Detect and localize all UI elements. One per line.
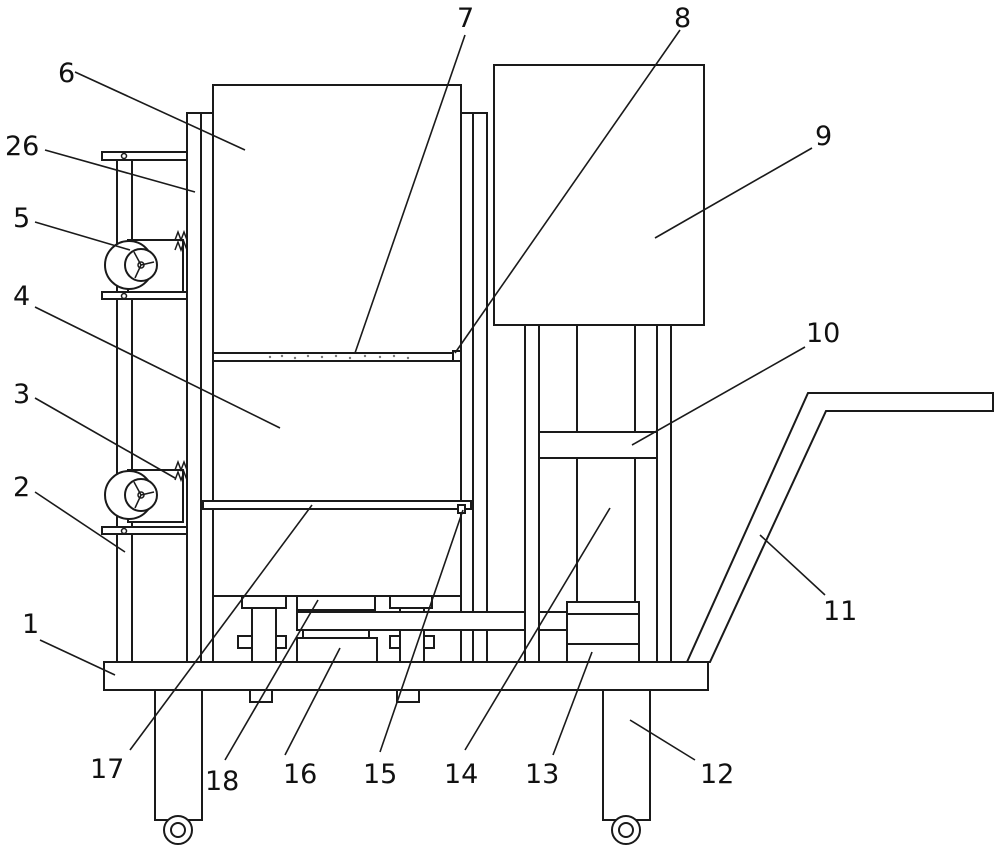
fan-5	[104, 229, 188, 293]
label-3: 3	[13, 379, 30, 410]
label-13: 13	[525, 759, 559, 790]
tank-4	[212, 360, 462, 502]
column-left-body	[251, 607, 277, 663]
filter-dots	[268, 354, 410, 360]
column-left	[241, 595, 287, 609]
label-11: 11	[823, 596, 857, 627]
crossbar-10	[538, 431, 658, 459]
left-frame-2	[101, 151, 188, 663]
bolt-15	[457, 504, 466, 514]
label-26: 26	[5, 131, 39, 162]
knob-left	[237, 635, 253, 649]
pulley-13-base	[566, 643, 640, 663]
pulley-13-mid	[566, 613, 640, 645]
label-12: 12	[700, 759, 734, 790]
label-14: 14	[444, 759, 478, 790]
handle-11	[685, 392, 994, 663]
label-5: 5	[13, 203, 30, 234]
bracket-8	[452, 350, 462, 362]
knob-right-outer	[423, 635, 435, 649]
label-1: 1	[22, 609, 39, 640]
column-right	[389, 595, 433, 609]
tank-6	[212, 84, 462, 354]
label-4: 4	[13, 281, 30, 312]
outer-post	[472, 112, 488, 663]
left-leg	[154, 689, 203, 845]
label-9: 9	[815, 121, 832, 152]
leader-lines	[34, 29, 826, 761]
tank-side-rail-left	[200, 112, 214, 663]
label-6: 6	[58, 58, 75, 89]
knob-right	[389, 635, 401, 649]
label-15: 15	[363, 759, 397, 790]
pulley-13-top	[566, 601, 640, 615]
label-2: 2	[13, 472, 30, 503]
label-16: 16	[283, 759, 317, 790]
right-leg-12	[602, 689, 651, 845]
label-18: 18	[205, 766, 239, 797]
filter-layer-7	[212, 352, 462, 362]
plate-17	[202, 500, 472, 510]
label-10: 10	[806, 318, 840, 349]
knob-left-inner	[275, 635, 287, 649]
box-9	[493, 64, 705, 326]
fan-3	[104, 459, 188, 523]
tank-side-rail-right	[460, 112, 474, 663]
frame-post-b	[656, 324, 672, 663]
label-17: 17	[90, 754, 124, 785]
label-8: 8	[674, 3, 691, 34]
base-tab-left	[249, 689, 273, 703]
motor-16	[296, 637, 378, 663]
frame-post-a	[524, 324, 540, 663]
label-7: 7	[457, 3, 474, 34]
lower-box	[212, 508, 462, 597]
pulley-18	[296, 595, 376, 611]
